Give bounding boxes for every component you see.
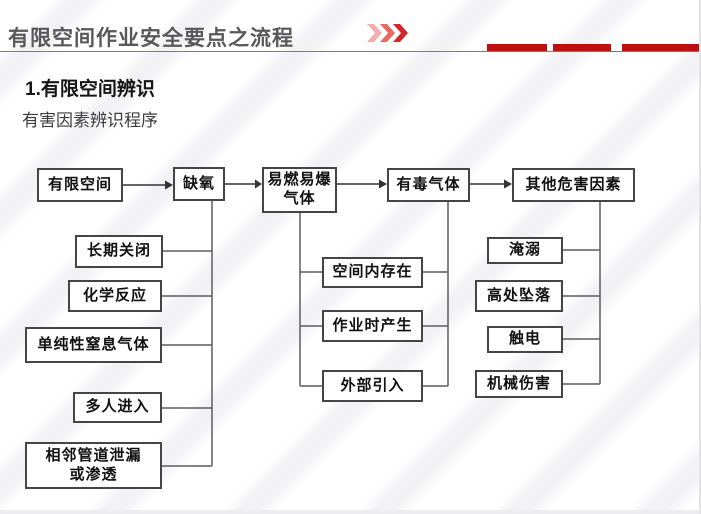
header-dash: [487, 44, 547, 51]
source-generated-during-work: 作业时产生: [322, 310, 423, 342]
header-underline: [0, 51, 699, 52]
hazard-electric-shock: 触电: [487, 326, 563, 353]
hazard-drowning: 淹溺: [487, 237, 563, 264]
cause-multiple-entrants: 多人进入: [73, 392, 162, 423]
cause-chemical-reaction: 化学反应: [68, 280, 162, 312]
header-dash: [553, 44, 611, 51]
flow-node-other-hazards: 其他危害因素: [512, 168, 635, 202]
bottom-edge: [0, 510, 699, 514]
cause-adjacent-pipeline-leak: 相邻管道泄漏 或渗透: [25, 442, 162, 489]
subsection-label: 有害因素辨识程序: [22, 111, 158, 130]
flow-node-toxic-gas: 有毒气体: [387, 168, 470, 202]
flow-node-oxygen-deficiency: 缺氧: [173, 167, 225, 201]
hazard-mechanical-injury: 机械伤害: [475, 370, 563, 398]
page-title: 有限空间作业安全要点之流程: [8, 27, 294, 50]
section-heading: 1.有限空间辨识: [25, 79, 155, 100]
cause-long-term-closure: 长期关闭: [75, 235, 163, 268]
triple-chevron-right-icon: [367, 24, 408, 42]
hazard-fall-from-height: 高处坠落: [475, 280, 563, 312]
header-dash: [622, 44, 699, 51]
flow-node-confined-space: 有限空间: [37, 168, 123, 202]
cause-simple-asphyxiant-gas: 单纯性窒息气体: [25, 327, 162, 363]
flow-node-flammable-explosive-gas: 易燃易爆 气体: [262, 167, 337, 213]
source-external-introduction: 外部引入: [322, 370, 423, 402]
source-existing-in-space: 空间内存在: [322, 257, 423, 288]
